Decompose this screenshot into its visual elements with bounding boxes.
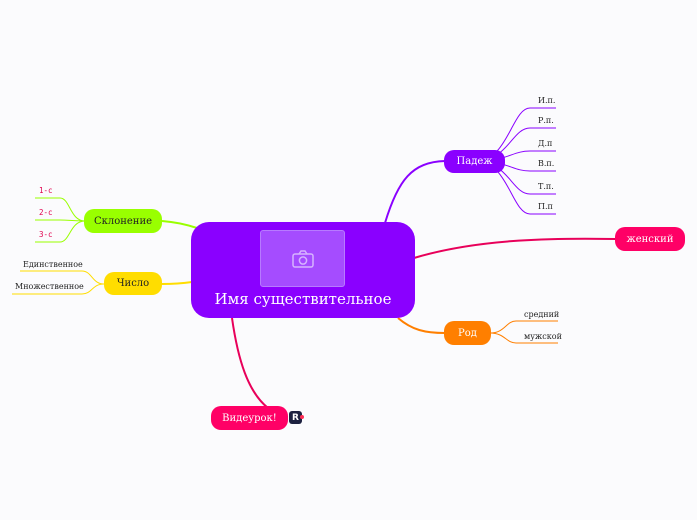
subtopic-padezh-4[interactable]: В.п. bbox=[538, 159, 555, 168]
subtopic-padezh-6[interactable]: П.п bbox=[538, 202, 553, 211]
subtopic-padezh-2[interactable]: Р.п. bbox=[538, 116, 554, 125]
subtopic-sklonenie-1[interactable]: 1-с bbox=[39, 186, 53, 195]
topic-zhenskiy[interactable]: женский bbox=[615, 227, 685, 251]
subtopic-chislo-2[interactable]: Множественное bbox=[15, 282, 84, 291]
subtopic-rod-2[interactable]: мужской bbox=[524, 332, 562, 341]
subtopic-padezh-3[interactable]: Д.п bbox=[538, 139, 553, 148]
subtopic-chislo-1[interactable]: Единственное bbox=[23, 260, 83, 269]
topic-videourok[interactable]: Видеурок! bbox=[211, 406, 288, 430]
subtopic-sklonenie-3[interactable]: 3-с bbox=[39, 230, 53, 239]
subtopic-padezh-5[interactable]: Т.п. bbox=[538, 182, 554, 191]
topic-sklonenie[interactable]: Склонение bbox=[84, 209, 162, 233]
image-placeholder[interactable] bbox=[260, 230, 345, 287]
topic-rod[interactable]: Род bbox=[444, 321, 491, 345]
topic-chislo[interactable]: Число bbox=[104, 272, 162, 295]
subtopic-sklonenie-2[interactable]: 2-с bbox=[39, 208, 53, 217]
camera-icon bbox=[291, 249, 314, 268]
central-topic[interactable]: Имя существительное bbox=[191, 222, 415, 318]
topic-padezh[interactable]: Падеж bbox=[444, 150, 505, 173]
central-topic-title: Имя существительное bbox=[214, 290, 392, 308]
subtopic-rod-1[interactable]: средний bbox=[524, 310, 560, 319]
brand-logo-icon[interactable]: R bbox=[289, 411, 304, 424]
subtopic-padezh-1[interactable]: И.п. bbox=[538, 96, 556, 105]
